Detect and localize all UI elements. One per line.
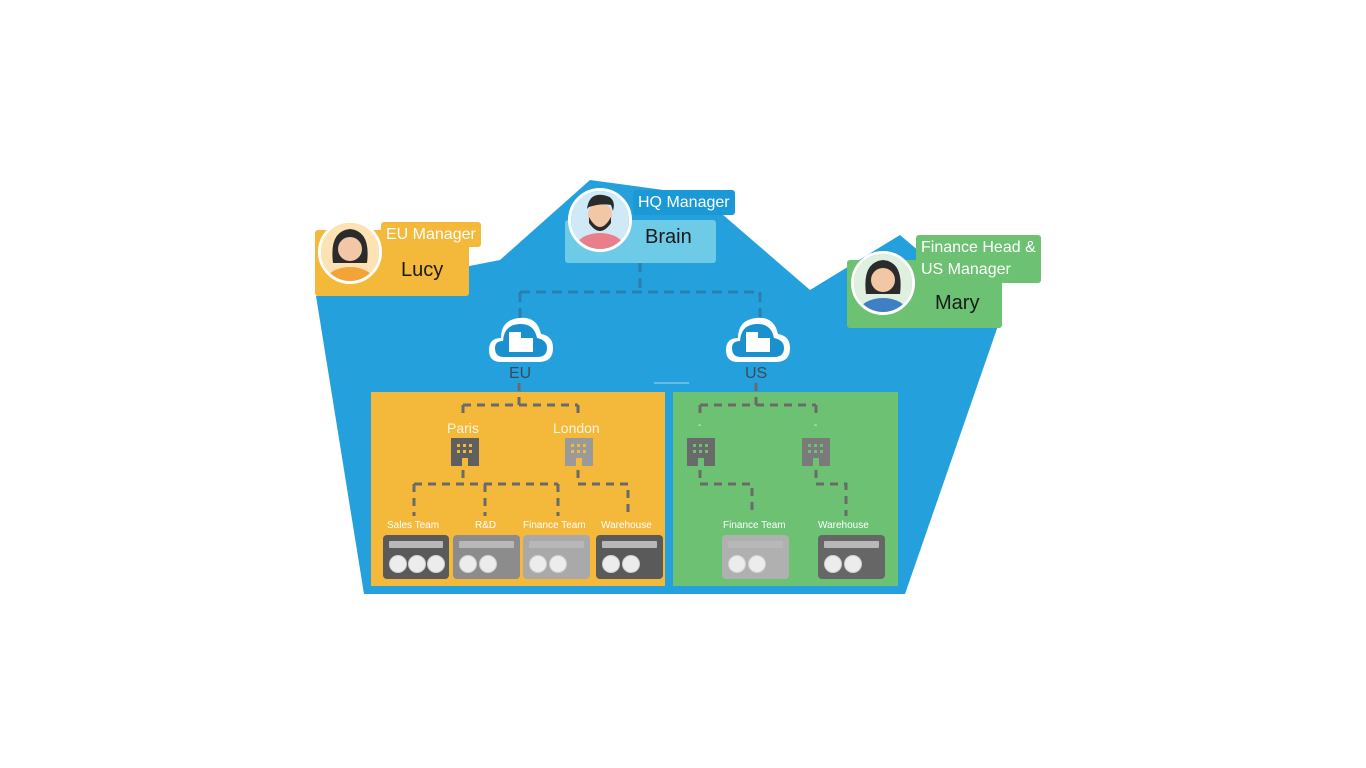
team-label-us-finance: Finance Team [723, 520, 786, 531]
switch-group-sales [383, 535, 449, 579]
team-label-sales: Sales Team [387, 520, 440, 531]
hq-manager-avatar [568, 188, 632, 252]
access-point-icon [459, 555, 477, 573]
access-point-icon [408, 555, 426, 573]
us-manager-role: Finance Head & US Manager [916, 235, 1041, 283]
team-label-eu-finance: Finance Team [523, 520, 586, 531]
office-building-icon [802, 438, 830, 466]
us-manager-role-line1: Finance Head & [921, 239, 1036, 256]
eu-manager-role: EU Manager [381, 222, 481, 247]
team-label-rd: R&D [475, 520, 497, 531]
access-point-icon [824, 555, 842, 573]
switch-group-us-finance [722, 535, 789, 579]
office-building-icon [451, 438, 479, 466]
access-point-icon [844, 555, 862, 573]
switch-icon [459, 541, 514, 548]
access-point-icon [549, 555, 567, 573]
access-point-icon [748, 555, 766, 573]
office-building-icon [565, 438, 593, 466]
access-point-icon [389, 555, 407, 573]
cloud-building-icon [489, 317, 553, 362]
switch-icon [389, 541, 443, 548]
switch-group-eu-finance [523, 535, 590, 579]
switch-icon [728, 541, 783, 548]
eu-manager-name: Lucy [401, 259, 444, 281]
access-point-icon [728, 555, 746, 573]
city-label-london: London [553, 420, 600, 436]
cloud-building-icon [726, 317, 790, 362]
region-label-eu: EU [509, 365, 532, 382]
switch-icon [824, 541, 879, 548]
switch-group-us-warehouse [818, 535, 885, 579]
us-manager-role-line2: US Manager [921, 261, 1011, 278]
access-point-icon [602, 555, 620, 573]
access-point-icon [529, 555, 547, 573]
switch-icon [529, 541, 584, 548]
hq-manager-role: HQ Manager [633, 190, 735, 215]
region-label-us: US [745, 365, 768, 382]
office-building-icon [687, 438, 715, 466]
hq-manager-name: Brain [645, 226, 692, 248]
team-label-us-warehouse: Warehouse [818, 520, 869, 531]
city-label-us-1: - [698, 420, 702, 431]
switch-icon [602, 541, 657, 548]
city-label-us-2: - [814, 420, 818, 431]
city-label-paris: Paris [447, 420, 479, 436]
access-point-icon [427, 555, 445, 573]
access-point-icon [479, 555, 497, 573]
us-manager-avatar [851, 251, 915, 315]
access-point-icon [622, 555, 640, 573]
eu-manager-avatar [318, 220, 382, 284]
switch-group-rd [453, 535, 520, 579]
us-manager-name: Mary [935, 292, 980, 314]
switch-group-eu-warehouse [596, 535, 663, 579]
team-label-eu-warehouse: Warehouse [601, 520, 652, 531]
